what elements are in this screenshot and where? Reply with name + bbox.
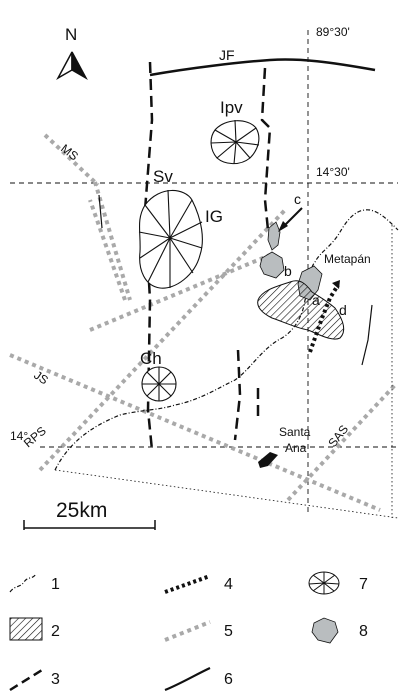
legend-num: 1 xyxy=(51,576,60,593)
legend-item-8: 8 xyxy=(311,617,368,644)
ch-label: Ch xyxy=(140,349,162,368)
jf-label: JF xyxy=(219,47,235,63)
lava-c xyxy=(267,221,281,251)
lon-label: 89°30' xyxy=(316,25,350,39)
heavy-dotted-line xyxy=(308,283,340,353)
jf-fault xyxy=(149,58,376,77)
ipv-label: Ipv xyxy=(220,98,243,117)
heavy-arrow-head xyxy=(332,280,340,289)
ig-label: IG xyxy=(205,207,223,226)
hatched-area xyxy=(257,280,345,340)
legend-item-5: 5 xyxy=(164,620,233,642)
metapan-label: Metapán xyxy=(324,252,371,266)
legend-num: 6 xyxy=(224,671,233,688)
lat-mid-label: 14°30' xyxy=(316,165,350,179)
gray-dotted-icon xyxy=(164,620,211,642)
volcano-ch xyxy=(141,366,177,402)
legend-num: 7 xyxy=(359,576,368,593)
ana-label: Ana xyxy=(285,441,307,455)
site-d-label: d xyxy=(339,302,347,318)
dotted-heavy-icon xyxy=(164,574,211,594)
lava-flows xyxy=(259,221,323,301)
lava-flow-icon xyxy=(311,617,339,644)
site-b-label: b xyxy=(284,263,292,279)
legend: 1 2 3 4 5 6 xyxy=(9,571,368,692)
sas-label: SAS xyxy=(325,422,351,450)
minor-fault-east xyxy=(361,304,373,366)
scale-bar xyxy=(23,520,156,530)
volcano-ipv xyxy=(210,119,260,165)
legend-item-3: 3 xyxy=(9,668,60,692)
legend-item-1: 1 xyxy=(9,573,60,593)
santa-ana-marker xyxy=(258,452,278,468)
connector-fault xyxy=(89,253,271,332)
volcano-icon xyxy=(308,571,340,595)
site-a-label: a xyxy=(312,292,320,308)
legend-num: 8 xyxy=(359,623,368,640)
legend-item-6: 6 xyxy=(164,667,233,692)
north-arrow-icon xyxy=(56,51,88,80)
legend-num: 4 xyxy=(224,576,233,593)
hatch-icon xyxy=(9,617,43,641)
lat-bottom-label: 14° xyxy=(10,429,28,443)
ms-label: MS xyxy=(58,141,81,163)
gray-faults xyxy=(9,133,397,512)
scale-label: 25km xyxy=(56,499,107,522)
solid-fault-icon xyxy=(164,667,211,692)
js-fault xyxy=(9,353,381,512)
dashed-fault-icon xyxy=(9,668,43,692)
legend-num: 2 xyxy=(51,623,60,640)
legend-num: 3 xyxy=(51,671,60,688)
lava-b xyxy=(259,251,285,279)
sas-fault xyxy=(286,383,397,502)
legend-num: 5 xyxy=(224,623,233,640)
volcano-sv xyxy=(138,189,203,289)
js-label: JS xyxy=(31,368,50,387)
santa-label: Santa xyxy=(279,425,311,439)
legend-item-2: 2 xyxy=(9,617,60,641)
rps-fault xyxy=(38,208,287,472)
border-icon xyxy=(9,573,37,593)
study-frame xyxy=(54,225,399,519)
north-label: N xyxy=(65,25,77,44)
legend-item-4: 4 xyxy=(164,574,233,594)
legend-item-7: 7 xyxy=(308,571,368,595)
site-c-label: c xyxy=(294,191,301,207)
minor-fault xyxy=(98,194,103,229)
rps-label: RPS xyxy=(21,424,49,451)
sv-label: Sv xyxy=(153,167,173,186)
